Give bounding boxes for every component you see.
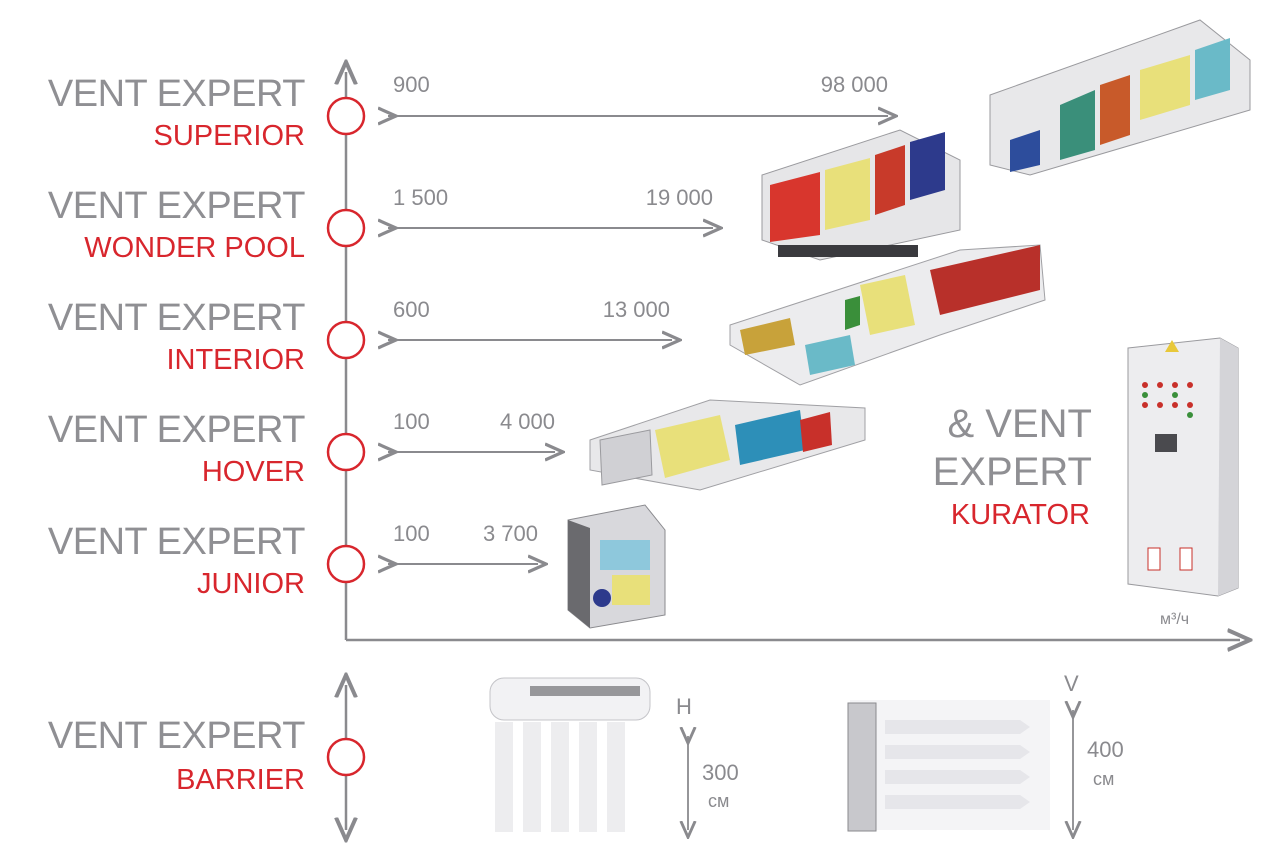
horizontal-unit: см — [708, 791, 730, 811]
air-curtain-vertical-image — [847, 700, 1050, 832]
range-max-label-interior: 13 000 — [602, 297, 670, 322]
series-name-junior: VENT EXPERT — [47, 521, 306, 563]
series-marker-superior — [326, 96, 366, 136]
interior-unit-image — [729, 244, 1046, 386]
air-curtain-horizontal-image — [489, 677, 651, 832]
junior-unit-image — [567, 504, 666, 629]
series-marker-junior — [326, 544, 366, 584]
series-name-interior: VENT EXPERT — [47, 297, 306, 339]
series-sub-hover: HOVER — [201, 456, 305, 488]
barrier-marker — [326, 737, 366, 777]
horizontal-letter: H — [676, 694, 692, 719]
series-name-barrier: VENT EXPERT — [47, 715, 306, 757]
range-max-label-wonder-pool: 19 000 — [645, 185, 713, 210]
vertical-letter: V — [1064, 671, 1079, 696]
kurator-line1: & VENT — [947, 402, 1092, 446]
range-min-label-junior: 100 — [393, 521, 430, 546]
superior-unit-image — [989, 19, 1251, 176]
series-marker-hover — [326, 432, 366, 472]
horizontal-value: 300 — [702, 760, 739, 785]
series-sub-barrier: BARRIER — [176, 764, 305, 796]
range-max-label-hover: 4 000 — [499, 409, 555, 434]
range-min-label-wonder-pool: 1 500 — [393, 185, 449, 210]
series-marker-interior — [326, 320, 366, 360]
range-max-label-superior: 98 000 — [820, 72, 888, 97]
series-sub-junior: JUNIOR — [197, 568, 305, 600]
hover-unit-image — [589, 399, 866, 491]
range-min-label-superior: 900 — [393, 72, 430, 97]
kurator-cabinet-image — [1127, 337, 1239, 597]
series-sub-interior: INTERIOR — [166, 344, 305, 376]
vertical-unit: см — [1093, 769, 1115, 789]
vertical-value: 400 — [1087, 737, 1124, 762]
kurator-line3: KURATOR — [950, 499, 1090, 531]
series-sub-wonder-pool: WONDER POOL — [84, 232, 305, 264]
series-marker-wonder-pool — [326, 208, 366, 248]
range-max-label-junior: 3 700 — [482, 521, 538, 546]
series-name-hover: VENT EXPERT — [47, 409, 306, 451]
series-name-wonder-pool: VENT EXPERT — [47, 185, 306, 227]
wonder-pool-unit-image — [761, 129, 961, 261]
range-min-label-hover: 100 — [393, 409, 430, 434]
range-min-label-interior: 600 — [393, 297, 430, 322]
kurator-line2: EXPERT — [932, 450, 1092, 494]
series-name-superior: VENT EXPERT — [47, 73, 306, 115]
x-axis-unit-label: м³/ч — [1160, 611, 1190, 628]
series-sub-superior: SUPERIOR — [153, 120, 305, 152]
